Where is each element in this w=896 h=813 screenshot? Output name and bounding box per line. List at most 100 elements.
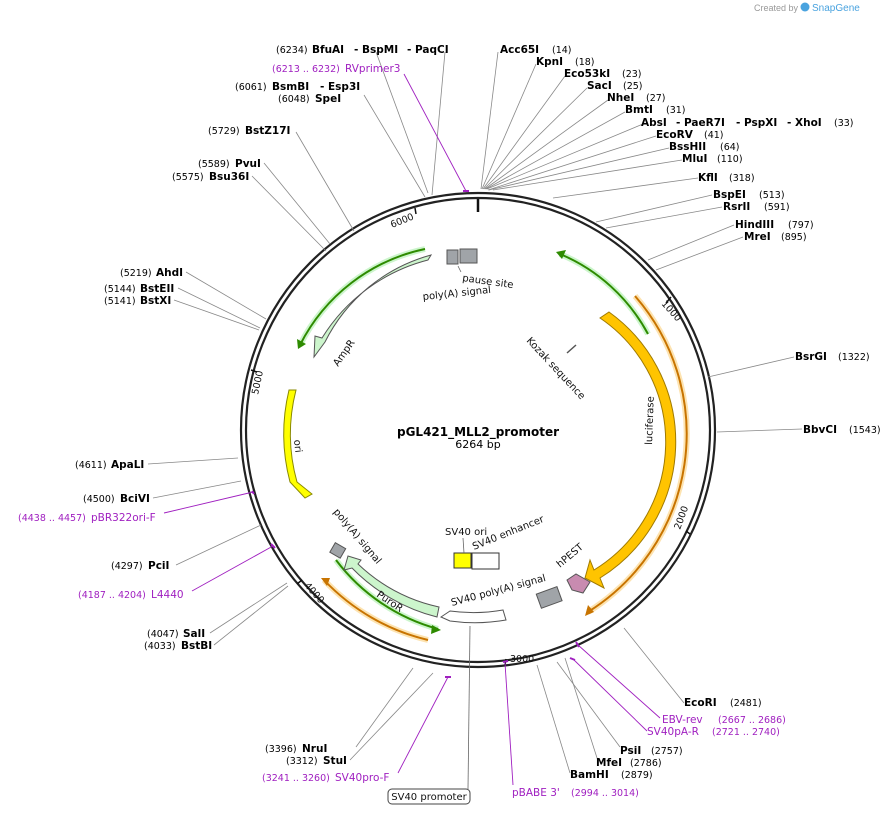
- site-pos-bamhi: (2879): [621, 770, 653, 781]
- site-bsmbi[interactable]: BsmBI: [272, 81, 309, 93]
- site-ecori[interactable]: EcoRI: [684, 697, 717, 709]
- puror-feature[interactable]: [343, 555, 440, 618]
- site-pos-hindiii: (797): [788, 220, 814, 231]
- site-bamhi[interactable]: BamHI: [570, 769, 609, 781]
- site-nhei[interactable]: NheI: [607, 92, 634, 104]
- site-bfuai[interactable]: BfuAI: [312, 44, 344, 56]
- site-bcivi[interactable]: BciVI: [120, 493, 150, 505]
- polya-left-feature[interactable]: [329, 541, 347, 559]
- sv40-ori-feature[interactable]: [453, 552, 472, 569]
- leader-bcivi: [152, 480, 242, 499]
- site-ahdi[interactable]: AhdI: [156, 267, 183, 279]
- tick-6000: [414, 207, 417, 215]
- leader-absi: [486, 123, 644, 190]
- luciferase-feature[interactable]: [584, 311, 677, 590]
- site-bstz17i[interactable]: BstZ17I: [245, 125, 290, 137]
- leader-stui: [349, 672, 434, 761]
- site-pos-bbvci: (1543): [849, 425, 881, 436]
- ori-feature[interactable]: [283, 389, 313, 499]
- primer-l4440[interactable]: L4440: [151, 589, 184, 601]
- site-spei[interactable]: SpeI: [315, 93, 341, 105]
- polya-top-feature[interactable]: [459, 248, 478, 264]
- sv40-ori-label: SV40 ori: [445, 527, 487, 538]
- primer-pbabe[interactable]: pBABE 3': [512, 787, 560, 799]
- sv40-promoter-label: SV40 promoter: [391, 792, 467, 803]
- site-ecorv[interactable]: EcoRV: [656, 129, 694, 141]
- site-rsrii[interactable]: RsrII: [723, 201, 750, 213]
- site-mfei[interactable]: MfeI: [596, 757, 622, 769]
- site-pvui[interactable]: PvuI: [235, 158, 261, 170]
- hpest-feature[interactable]: [566, 573, 591, 594]
- leader-sali: [209, 582, 288, 634]
- site-absi[interactable]: AbsI: [641, 117, 667, 129]
- site-bbvci[interactable]: BbvCI: [803, 424, 837, 436]
- site-mrei[interactable]: MreI: [744, 231, 771, 243]
- watermark-brand: SnapGene: [812, 3, 860, 14]
- site-acc65i[interactable]: Acc65I: [500, 44, 539, 56]
- primer-sv40pro[interactable]: SV40pro-F: [335, 772, 389, 784]
- site-kfli[interactable]: KflI: [698, 172, 718, 184]
- site-paqci[interactable]: - PaqCI: [407, 44, 449, 56]
- primer-rvprimer3[interactable]: RVprimer3: [345, 63, 401, 75]
- backbone-outer-strand: [239, 191, 717, 669]
- site-bmti[interactable]: BmtI: [625, 104, 653, 116]
- leader-bstbi: [213, 585, 289, 646]
- site-mlui[interactable]: MluI: [682, 153, 707, 165]
- primer-ebv[interactable]: EBV-rev: [662, 714, 703, 726]
- site-bstxi[interactable]: BstXI: [140, 295, 171, 307]
- site-pos-bstxi: (5141): [104, 296, 136, 307]
- plasmid-name: pGL421_MLL2_promoter: [397, 425, 559, 440]
- sv40-polya-feature[interactable]: [535, 586, 563, 609]
- site-nrui[interactable]: NruI: [302, 743, 327, 755]
- primer-pbr322ori[interactable]: pBR322ori-F: [91, 512, 156, 524]
- orf-puror-arrowhead: [431, 625, 441, 634]
- site-pos-ecorv: (41): [704, 130, 724, 141]
- leader-bsu36i: [251, 175, 327, 252]
- site-esp3i[interactable]: - Esp3I: [320, 81, 360, 93]
- site-bsteii[interactable]: BstEII: [140, 283, 174, 295]
- site-bstbi[interactable]: BstBI: [181, 640, 212, 652]
- restriction-sites-left: (5219) AhdI (5144) BstEII (5141) BstXI (…: [75, 267, 212, 652]
- site-xhoi[interactable]: - XhoI: [787, 117, 822, 129]
- leader-paqci: [431, 51, 446, 196]
- site-pos-bcivi: (4500): [83, 494, 115, 505]
- site-pos-mlui: (110): [717, 154, 743, 165]
- site-saci[interactable]: SacI: [587, 80, 612, 92]
- site-pspxi[interactable]: - PspXI: [736, 117, 777, 129]
- sv40-enhancer-feature[interactable]: [471, 552, 500, 570]
- site-paer7i[interactable]: - PaeR7I: [676, 117, 725, 129]
- leader-ahdi: [185, 271, 267, 320]
- restriction-sites-bottom: (3396) NruI (3312) StuI EcoRI (2481) Psi…: [265, 697, 762, 781]
- orf-top-right-arrowhead: [556, 250, 566, 259]
- primer-sv40pa[interactable]: SV40pA-R: [647, 726, 699, 738]
- site-pos-xhoi: (33): [834, 118, 854, 129]
- site-pos-bspei: (513): [759, 190, 785, 201]
- site-bspmi[interactable]: - BspMI: [354, 44, 398, 56]
- site-psii[interactable]: PsiI: [620, 745, 641, 757]
- site-pos-bsmbi: (6061): [235, 82, 267, 93]
- hpest-label: hPEST: [555, 541, 587, 570]
- site-bsu36i[interactable]: Bsu36I: [209, 171, 249, 183]
- site-eco53ki[interactable]: Eco53kI: [564, 68, 610, 80]
- ampr-feature[interactable]: [313, 254, 433, 359]
- site-apali[interactable]: ApaLI: [111, 459, 144, 471]
- site-kpni[interactable]: KpnI: [536, 56, 563, 68]
- kozak-feature[interactable]: [566, 344, 577, 354]
- site-hindiii[interactable]: HindIII: [735, 219, 774, 231]
- leader-l4440: [191, 545, 274, 592]
- site-stui[interactable]: StuI: [323, 755, 347, 767]
- site-pos-mrei: (895): [781, 232, 807, 243]
- sv40-promoter-leader: [467, 625, 471, 790]
- site-bspei[interactable]: BspEI: [713, 189, 746, 201]
- site-pcii[interactable]: PciI: [148, 560, 169, 572]
- site-bsrgi[interactable]: BsrGI: [795, 351, 827, 363]
- pause-site-feature[interactable]: [446, 249, 459, 265]
- sv40-promoter-feature[interactable]: [439, 609, 507, 624]
- site-bsshii[interactable]: BssHII: [669, 141, 706, 153]
- primer-pos-rvprimer3: (6213 .. 6232): [272, 64, 340, 75]
- site-pos-kfli: (318): [729, 173, 755, 184]
- site-pos-pcii: (4297): [111, 561, 143, 572]
- plasmid-length: 6264 bp: [455, 438, 500, 451]
- site-sali[interactable]: SalI: [183, 628, 205, 640]
